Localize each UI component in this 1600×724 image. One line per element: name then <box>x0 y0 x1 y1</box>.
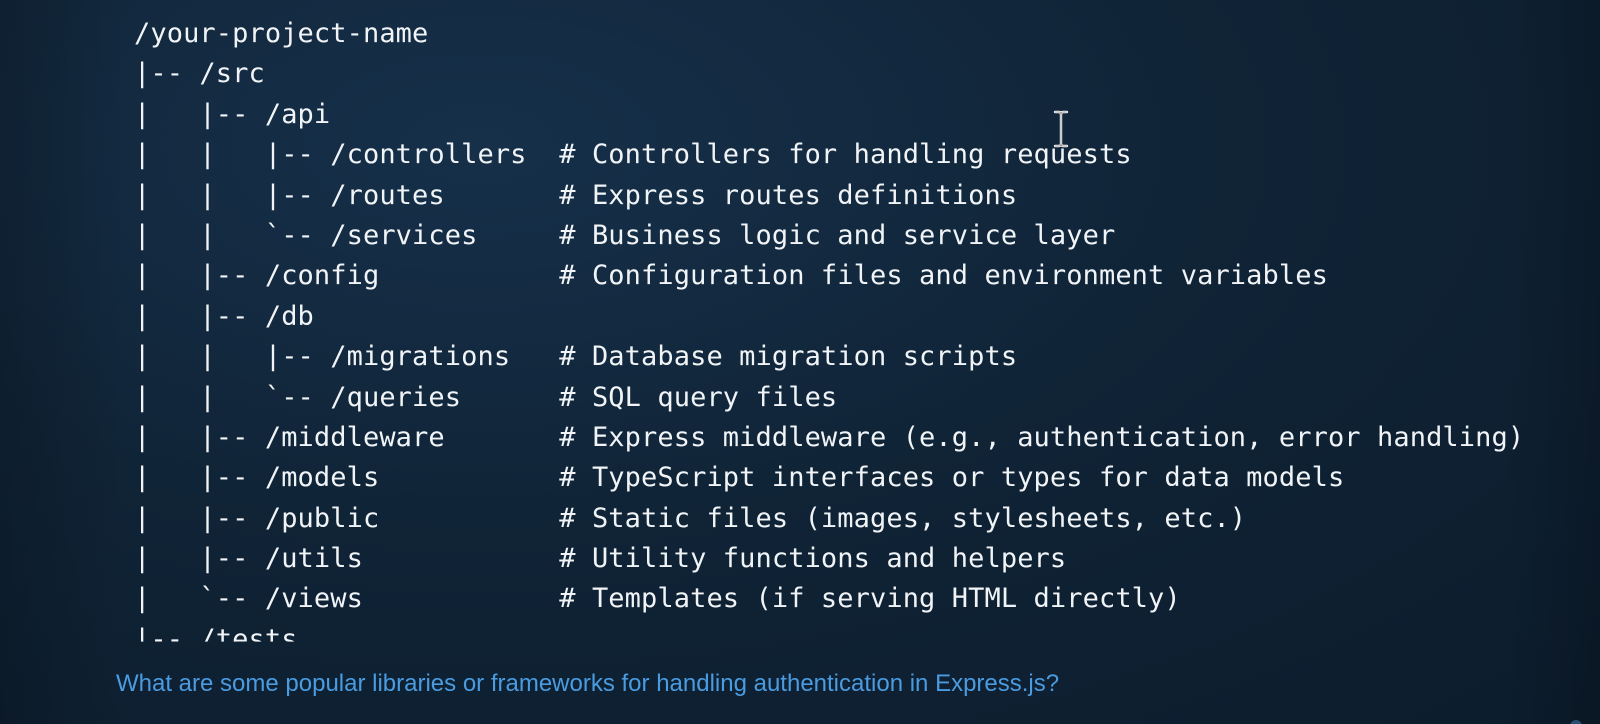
code-line: | |-- /middleware # Express middleware (… <box>134 421 1525 453</box>
code-line: | `-- /views # Templates (if serving HTM… <box>134 583 1181 615</box>
code-line: | | |-- /routes # Express routes definit… <box>134 179 1018 211</box>
code-line: | |-- /models # TypeScript interfaces or… <box>134 462 1345 494</box>
code-line: | | `-- /services # Business logic and s… <box>134 219 1116 251</box>
code-line: | | `-- /queries # SQL query files <box>134 381 838 413</box>
code-line: | | |-- /controllers # Controllers for h… <box>134 139 1132 171</box>
code-block: /your-project-name |-- /src | |-- /api | | … <box>134 14 1574 656</box>
code-line: | | |-- /migrations # Database migration… <box>134 341 1018 373</box>
code-line: | |-- /api <box>134 98 331 130</box>
code-line: | |-- /config # Configuration files and … <box>134 260 1328 292</box>
suggested-question-link[interactable]: What are some popular libraries or frame… <box>116 670 1060 697</box>
code-line: | |-- /utils # Utility functions and hel… <box>134 543 1067 575</box>
scroll-indicator <box>1570 720 1582 724</box>
code-line: |-- /src <box>134 58 265 90</box>
code-line: /your-project-name <box>134 18 429 49</box>
text-cursor-icon <box>1053 110 1069 148</box>
code-line: | |-- /db <box>134 300 314 332</box>
code-line: | |-- /public # Static files (images, st… <box>134 502 1247 534</box>
code-line-partial: |-- /tests <box>134 623 298 655</box>
